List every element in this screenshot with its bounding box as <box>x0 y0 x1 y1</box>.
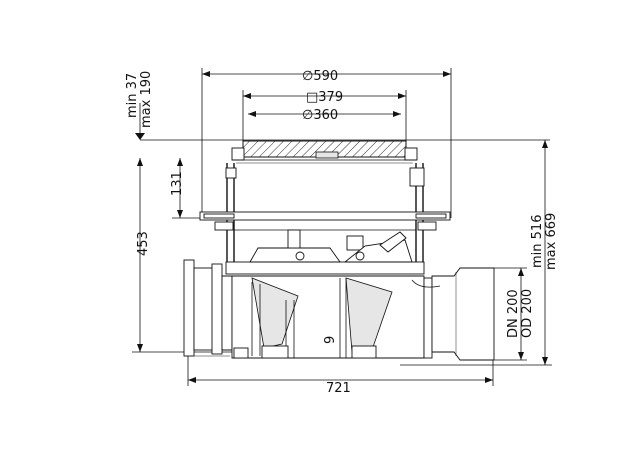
inlet-socket <box>183 259 195 357</box>
dimension-labels: ∅590 □379 ∅360 min 37 max 190 131 453 mi… <box>125 69 559 396</box>
outlet-spigot <box>423 277 433 359</box>
dim-max-190: max 190 <box>139 71 154 128</box>
dim-square-379: □379 <box>306 90 343 105</box>
dim-min-37: min 37 <box>125 73 140 118</box>
dim-min-516: min 516 <box>530 215 545 268</box>
dim-453: 453 <box>136 231 151 256</box>
dim-9: 9 <box>323 336 338 344</box>
dim-od-200: OD 200 <box>520 289 535 338</box>
dim-diameter-590: ∅590 <box>302 69 338 84</box>
drain-assembly <box>183 140 495 361</box>
dim-diameter-360: ∅360 <box>302 108 338 123</box>
dim-max-669: max 669 <box>544 213 559 270</box>
flange <box>199 211 451 221</box>
dim-dn-200: DN 200 <box>506 289 521 338</box>
dim-131: 131 <box>170 171 185 196</box>
dimension-lines <box>132 68 552 386</box>
dim-721: 721 <box>326 381 351 396</box>
